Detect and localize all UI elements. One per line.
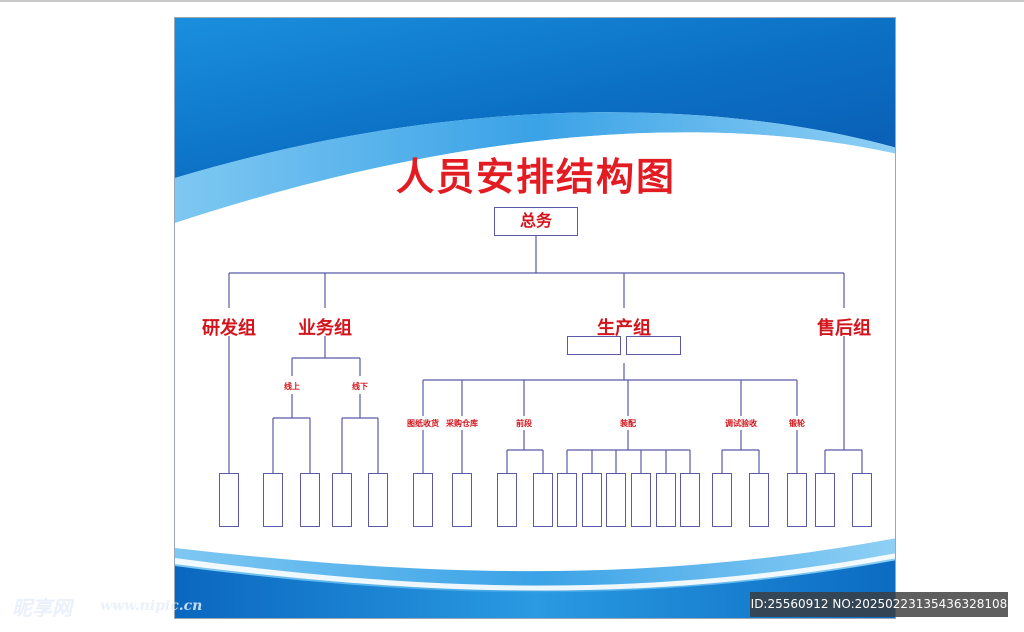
- production-sub-purchase: 采购仓库: [446, 419, 478, 428]
- root-node: 总务: [494, 207, 578, 236]
- sales-sub-offline: 线下: [352, 382, 368, 391]
- production-leader-box: [567, 336, 621, 355]
- leaf-box: [300, 473, 320, 527]
- background-and-connectors: [175, 18, 895, 618]
- leaf-box: [712, 473, 732, 527]
- top-divider: [0, 0, 1024, 2]
- group-after-sales: 售后组: [817, 318, 871, 339]
- leaf-box: [815, 473, 835, 527]
- leaf-box: [557, 473, 577, 527]
- production-sub-assembly: 装配: [620, 419, 636, 428]
- bottom-wave: [175, 538, 895, 618]
- leaf-box: [452, 473, 472, 527]
- production-sub-polish: 锻轮: [789, 419, 805, 428]
- leaf-box: [332, 473, 352, 527]
- leaf-box: [263, 473, 283, 527]
- leaf-box: [631, 473, 651, 527]
- leaf-box: [497, 473, 517, 527]
- production-sub-debug: 调试验收: [725, 419, 757, 428]
- leaf-box: [749, 473, 769, 527]
- leaf-box: [787, 473, 807, 527]
- connector-lines: [228, 236, 863, 473]
- leaf-box: [533, 473, 553, 527]
- leaf-box: [582, 473, 602, 527]
- group-rd: 研发组: [202, 318, 256, 339]
- leaf-box: [656, 473, 676, 527]
- watermark-logo: 昵享网: [12, 596, 72, 620]
- image-id-stamp: ID:25560912 NO:20250223135436328108: [750, 592, 1008, 617]
- production-leader-box: [626, 336, 681, 355]
- leaf-box: [219, 473, 239, 527]
- production-sub-front: 前段: [516, 419, 532, 428]
- production-sub-drawing: 图纸收货: [407, 419, 439, 428]
- leaf-box: [368, 473, 388, 527]
- leaf-box: [852, 473, 872, 527]
- group-production: 生产组: [597, 318, 651, 339]
- sales-sub-online: 线上: [284, 382, 300, 391]
- org-chart-board: 人员安排结构图 总务 研发组 业务组 生产组 售后组 线上 线下 图纸收货 采购…: [174, 17, 896, 619]
- group-sales: 业务组: [298, 318, 352, 339]
- leaf-box: [680, 473, 700, 527]
- page-title: 人员安排结构图: [395, 155, 676, 199]
- top-wave: [175, 18, 895, 230]
- leaf-box: [413, 473, 433, 527]
- leaf-box: [606, 473, 626, 527]
- watermark-url: www.nipic.cn: [100, 598, 203, 614]
